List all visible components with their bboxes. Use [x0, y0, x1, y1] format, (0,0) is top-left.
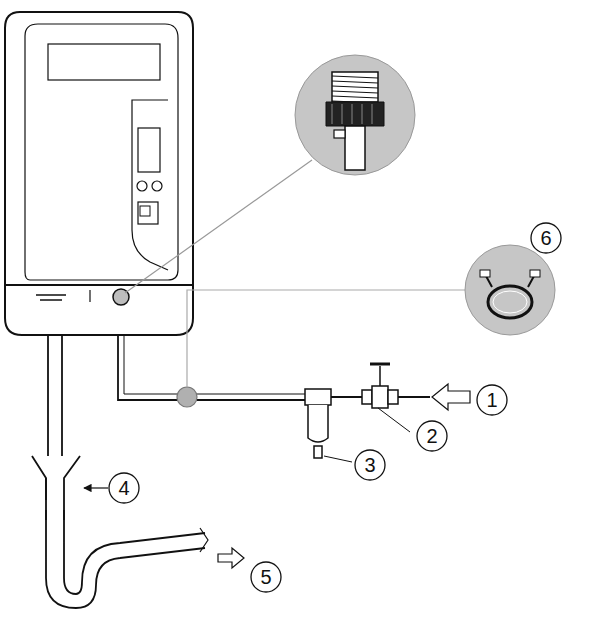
- callout-number: 2: [419, 423, 445, 449]
- filter: [305, 389, 331, 458]
- callout-number: 6: [533, 225, 559, 251]
- hose-detail: [465, 245, 555, 335]
- callout-number: 3: [357, 452, 383, 478]
- callout-number: 4: [111, 475, 137, 501]
- callout-number: 5: [253, 564, 279, 590]
- fitting-detail: [295, 55, 415, 175]
- callout-number: 1: [479, 387, 505, 413]
- unit-housing: [5, 12, 193, 335]
- drain-pipe: [32, 335, 208, 608]
- valve: [362, 364, 398, 408]
- callout-ring: [109, 223, 561, 592]
